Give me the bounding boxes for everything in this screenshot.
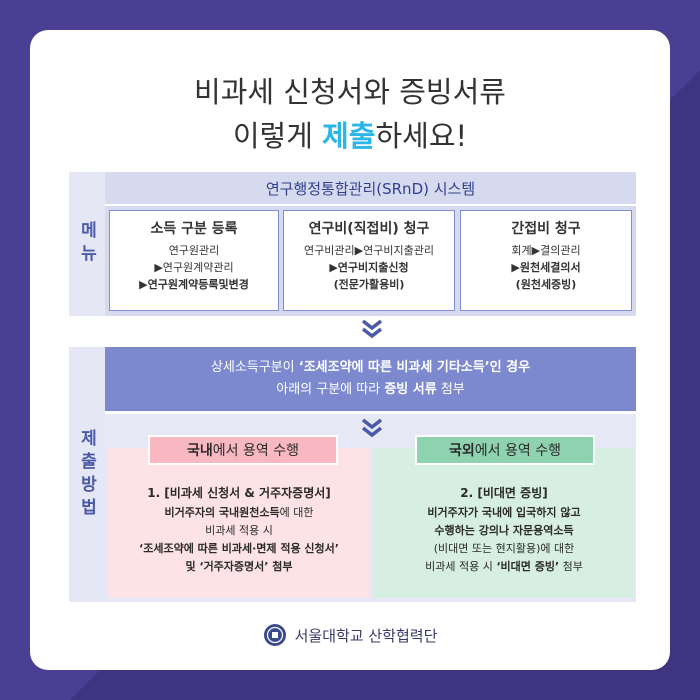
overseas-panel: 2. [비대면 증빙] 비거주자가 국내에 입국하지 않고 수행하는 강의나 자… xyxy=(374,448,634,598)
method-label: 제출방법 xyxy=(69,347,105,602)
domestic-tag-bold: 국내 xyxy=(187,443,213,459)
menu-line: ▶연구원계약관리 xyxy=(154,261,234,274)
menu-line: 연구원관리 xyxy=(168,244,220,257)
menu-box-indirect: 간접비 청구 회계▶결의관리 ▶원천세결의서 (원천세증빙) xyxy=(460,210,632,311)
overseas-line-4-post: 첨부 xyxy=(559,560,583,573)
menu-line-bold: (원천세증빙) xyxy=(515,278,577,291)
system-title: 연구행정통합관리(SRnD) 시스템 xyxy=(105,172,636,204)
menu-line-bold: ▶원천세결의서 xyxy=(511,261,581,274)
condition-bold-2: 증빙 서류 xyxy=(384,382,437,397)
domestic-line-3: ‘조세조약에 따른 비과세·면제 적용 신청서’ xyxy=(139,542,339,555)
chevron-down-icon xyxy=(361,319,383,339)
menu-line-bold: ▶연구비지출신청 xyxy=(329,261,409,274)
condition-line2-post: 첨부 xyxy=(436,382,465,397)
page-title: 비과세 신청서와 증빙서류 이렇게 제출하세요! xyxy=(30,70,670,158)
domestic-line-1-rest: 에 대한 xyxy=(279,506,314,519)
title-line-2-pre: 이렇게 xyxy=(232,119,323,153)
condition-pre: 상세소득구분이 xyxy=(210,360,299,375)
condition-line-1: 상세소득구분이 ‘조세조약에 따른 비과세 기타소득’인 경우 xyxy=(105,357,636,379)
overseas-heading: 2. [비대면 증빙] xyxy=(460,486,548,500)
domestic-tag-rest: 에서 용역 수행 xyxy=(212,443,299,459)
domestic-line-1-bold: 비거주자의 국내원천소득 xyxy=(164,506,280,519)
footer-text: 서울대학교 산학협력단 xyxy=(294,626,438,645)
title-highlight: 제출 xyxy=(322,119,376,153)
overseas-line-2: 수행하는 강의나 자문용역소득 xyxy=(434,524,574,537)
domestic-line-4: 및 ‘거주자증명서’ 첨부 xyxy=(185,560,293,573)
domestic-panel: 1. [비과세 신청서 & 거주자증명서] 비거주자의 국내원천소득에 대한 비… xyxy=(108,448,370,598)
title-line-1: 비과세 신청서와 증빙서류 xyxy=(194,75,506,109)
condition-bold: ‘조세조약에 따른 비과세 기타소득’인 경우 xyxy=(298,360,531,375)
overseas-line-4-bold: ‘비대면 증빙’ xyxy=(496,560,560,573)
overseas-line-3: (비대면 또는 현지활용)에 대한 xyxy=(433,542,575,555)
condition-box: 상세소득구분이 ‘조세조약에 따른 비과세 기타소득’인 경우 아래의 구분에 … xyxy=(105,347,636,411)
title-line-2: 이렇게 제출하세요! xyxy=(30,114,670,158)
menu-line: 회계▶결의관리 xyxy=(511,244,581,257)
menu-title: 연구비(직접비) 청구 xyxy=(308,221,430,237)
menu-title: 간접비 청구 xyxy=(511,221,581,237)
menu-title: 소득 구분 등록 xyxy=(150,221,238,237)
overseas-tag-bold: 국외 xyxy=(449,443,475,459)
footer: 서울대학교 산학협력단 xyxy=(30,620,670,650)
menu-box-income: 소득 구분 등록 연구원관리 ▶연구원계약관리 ▶연구원계약등록및변경 xyxy=(109,210,279,311)
content-card: 비과세 신청서와 증빙서류 이렇게 제출하세요! 메뉴 제출방법 연구행정통합관… xyxy=(30,30,670,670)
chevron-down-icon xyxy=(361,418,383,438)
overseas-line-1: 비거주자가 국내에 입국하지 않고 xyxy=(427,506,581,519)
condition-line2-pre: 아래의 구분에 따라 xyxy=(276,382,385,397)
menu-label: 메뉴 xyxy=(69,172,105,316)
overseas-tag-rest: 에서 용역 수행 xyxy=(474,443,561,459)
domestic-heading: 1. [비과세 신청서 & 거주자증명서] xyxy=(147,486,331,500)
university-seal-icon xyxy=(263,624,286,646)
title-line-2-post: 하세요! xyxy=(375,119,468,153)
domestic-line-2: 비과세 적용 시 xyxy=(205,524,273,537)
menu-line-bold: ▶연구원계약등록및변경 xyxy=(139,278,249,291)
overseas-line-4: 비과세 적용 시 ‘비대면 증빙’ 첨부 xyxy=(374,558,634,576)
menu-line-bold: (전문가활용비) xyxy=(333,278,405,291)
domestic-line-1: 비거주자의 국내원천소득에 대한 xyxy=(108,504,370,522)
menu-line: 연구비관리▶연구비지출관리 xyxy=(304,244,434,257)
menu-box-direct: 연구비(직접비) 청구 연구비관리▶연구비지출관리 ▶연구비지출신청 (전문가활… xyxy=(283,210,455,311)
condition-line-2: 아래의 구분에 따라 증빙 서류 첨부 xyxy=(105,379,636,401)
overseas-line-4-pre: 비과세 적용 시 xyxy=(425,560,497,573)
